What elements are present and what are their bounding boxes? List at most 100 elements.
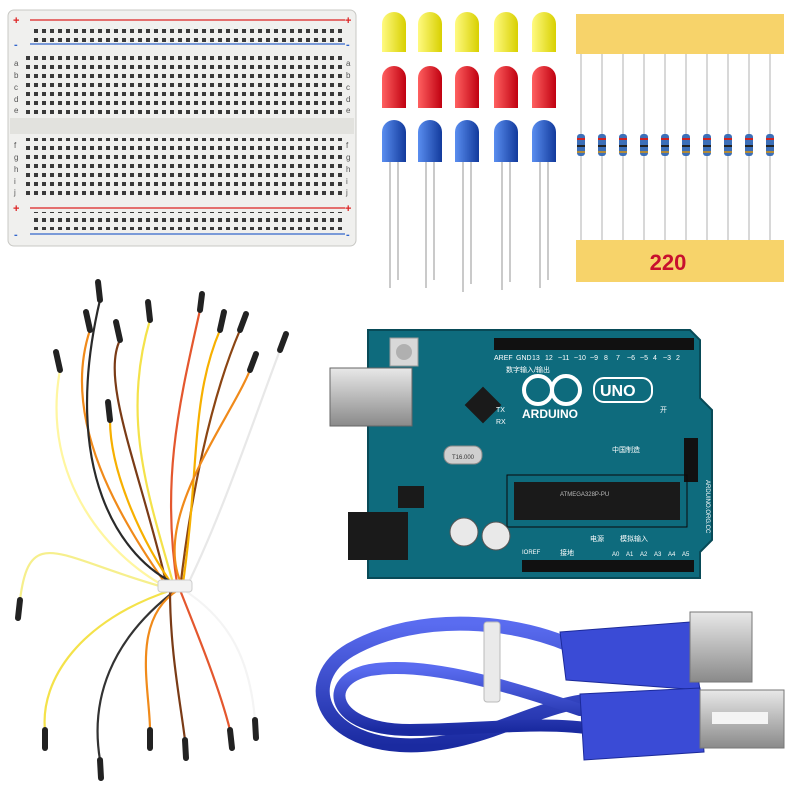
led-blue: [494, 120, 518, 162]
site-label: ARDUINO.ORG.CC: [704, 480, 710, 534]
jumper-wire-bundle: [15, 279, 289, 781]
analog-in-label: 模拟输入: [620, 534, 648, 543]
led-red-row: [382, 66, 556, 108]
minus-marker: -: [14, 39, 18, 51]
dc-power-jack: [348, 512, 408, 560]
led-red: [382, 66, 406, 108]
row-letter: g: [346, 153, 350, 162]
row-letter: b: [14, 71, 19, 80]
capacitor: [481, 521, 511, 551]
rx-label: RX: [496, 419, 506, 426]
resistor-value-label: 220: [649, 250, 687, 275]
tape-top: [576, 14, 784, 54]
made-in-label: 中国制造: [612, 445, 640, 454]
svg-text:A1: A1: [626, 552, 634, 558]
voltage-regulator: [398, 486, 424, 508]
svg-text:~10: ~10: [574, 355, 586, 362]
svg-text:8: 8: [604, 355, 608, 362]
row-letter: d: [14, 95, 18, 104]
led-yellow: [494, 12, 518, 52]
crystal-label: T16.000: [452, 455, 475, 461]
row-letter: h: [14, 165, 18, 174]
usb-controller-chip: [464, 386, 502, 424]
row-letter: a: [14, 59, 19, 68]
cable-tie: [483, 621, 501, 703]
terminal-strip-top: [24, 56, 342, 114]
plus-marker: +: [13, 203, 19, 215]
power-rail-top: [30, 24, 342, 42]
row-letter: e: [14, 106, 19, 115]
svg-text:7: 7: [616, 355, 620, 362]
svg-text:~6: ~6: [627, 355, 635, 362]
led-set: [382, 12, 556, 292]
digital-pin-labels: AREF GND 13 12 ~11 ~10 ~9 8 7 ~6 ~5 4 ~3…: [494, 355, 680, 362]
minus-marker: -: [346, 39, 350, 51]
led-yellow: [382, 12, 406, 52]
led-red: [532, 66, 556, 108]
usb-b-port: [329, 367, 413, 427]
led-yellow-row: [382, 12, 556, 52]
digital-header: [494, 338, 694, 350]
led-blue-row: [382, 120, 556, 162]
led-red: [455, 66, 479, 108]
usb-b-plug: [559, 611, 753, 691]
led-red: [418, 66, 442, 108]
led-yellow: [532, 12, 556, 52]
svg-text:A3: A3: [654, 552, 662, 558]
usb-a-plug: [579, 687, 785, 761]
minus-marker: -: [14, 229, 18, 241]
row-letter: d: [346, 95, 350, 104]
analog-power-header: [522, 560, 694, 572]
resistor-strip: [576, 14, 784, 282]
row-letter: a: [346, 59, 351, 68]
led-blue: [455, 120, 479, 162]
svg-text:A0: A0: [612, 552, 620, 558]
minus-marker: -: [346, 229, 350, 241]
row-letter: j: [345, 188, 348, 197]
led-red: [494, 66, 518, 108]
resistor-bodies: [577, 134, 774, 156]
chip-label: ATMEGA328P-PU: [560, 492, 609, 498]
brand-label: ARDUINO: [522, 407, 578, 421]
led-yellow: [455, 12, 479, 52]
row-letter: c: [346, 83, 350, 92]
svg-text:12: 12: [545, 355, 553, 362]
row-letter: h: [346, 165, 350, 174]
capacitor: [449, 517, 479, 547]
row-letter: f: [14, 141, 17, 150]
svg-text:A4: A4: [668, 552, 676, 558]
svg-text:4: 4: [653, 355, 657, 362]
led-blue: [532, 120, 556, 162]
ground-label: 接地: [560, 548, 574, 557]
atmega-chip: [514, 482, 680, 520]
row-letter: g: [14, 153, 18, 162]
arduino-uno-board: UNO ARDUINO TX RX 中国制造 开 数字输入/输出 电源 模拟输入…: [329, 329, 713, 579]
row-letter: i: [346, 177, 348, 186]
row-letter: i: [14, 177, 16, 186]
row-letter: e: [346, 106, 351, 115]
tape-bottom: [576, 240, 784, 282]
digital-io-label: 数字输入/输出: [506, 365, 550, 374]
terminal-strip-bottom: [24, 138, 342, 196]
plus-marker: +: [13, 15, 19, 27]
tx-label: TX: [496, 407, 505, 414]
svg-text:2: 2: [676, 355, 680, 362]
svg-text:13: 13: [532, 355, 540, 362]
on-label: 开: [660, 406, 667, 414]
usb-cable: [315, 611, 785, 761]
model-label: UNO: [600, 383, 636, 400]
crystal: [443, 445, 483, 465]
row-letter: f: [346, 141, 349, 150]
svg-text:IOREF: IOREF: [522, 550, 541, 556]
svg-text:~11: ~11: [558, 355, 569, 362]
plus-marker: +: [345, 203, 351, 215]
analog-pin-labels: IOREF A0 A1 A2 A3 A4 A5: [522, 550, 690, 558]
arduino-logo: [522, 374, 653, 406]
breadboard: a b c d e f g h i j a b c d e f g h i j …: [7, 9, 357, 247]
led-yellow: [418, 12, 442, 52]
row-letter: j: [13, 188, 16, 197]
svg-text:~3: ~3: [663, 355, 671, 362]
power-rail-bottom: [30, 212, 342, 230]
